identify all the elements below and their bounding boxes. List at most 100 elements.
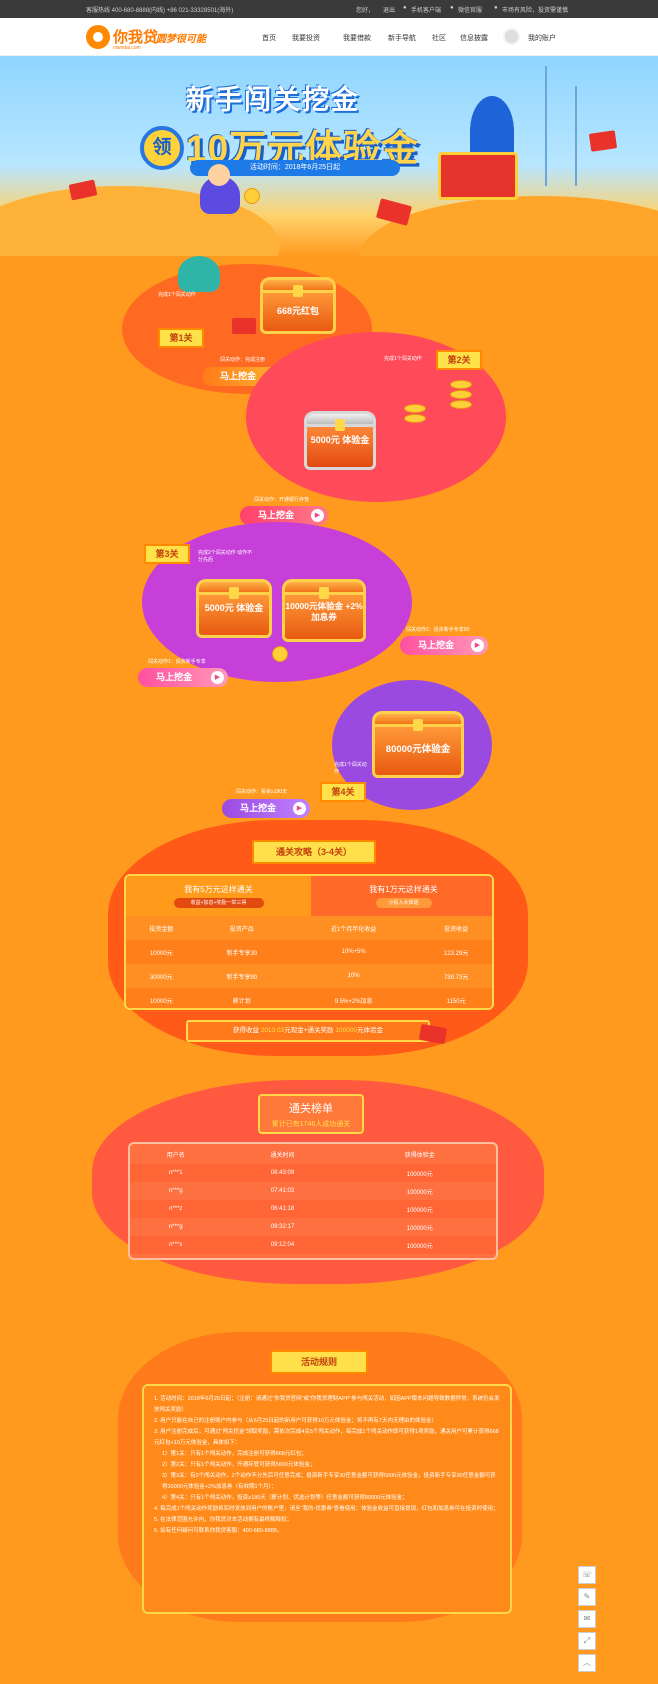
level4-badge: 第4关 xyxy=(320,782,366,802)
strategy-tab-b[interactable]: 我有1万元这样通关 小投入大体验 xyxy=(311,876,492,916)
rule-item: 4. 每完成1个闯关动作奖励将实时发放到用户的账户里，请至“我的-优惠券”查看使… xyxy=(154,1506,499,1512)
message-icon[interactable]: ✉ xyxy=(578,1610,596,1628)
hero-derrick xyxy=(545,66,547,186)
level3-action1-note: 闯关动作1：投资新手专享 xyxy=(148,659,206,665)
hotline-text: 客服热线 400-680-8888(内线) +86 021-33328501(海… xyxy=(86,8,234,14)
rule-item: 2. 用户只能在自己的注册账户内参与（从6月25日起的新用户可获得10万元体验金… xyxy=(154,1418,437,1424)
edit-icon[interactable]: ✎ xyxy=(578,1588,596,1606)
rule-item: 2）第2关：只有1个闯关动作，开通存管可获得5000元体验金； xyxy=(162,1462,316,1468)
table-row: 10000元 薪计划 9.5%+2%加息 1150元 xyxy=(126,988,492,1008)
logo-icon[interactable] xyxy=(86,25,110,49)
red-envelope-icon xyxy=(232,318,256,334)
level3-chest-a: 5000元 体验金 xyxy=(196,579,272,638)
level3-dig-button-a[interactable]: 马上挖金▶ xyxy=(138,668,228,687)
coin-icon xyxy=(450,380,472,389)
strategy-tab-a[interactable]: 我有5万元这样通关 收益+加息+奖励一举三得 xyxy=(126,876,311,916)
wechat-icon: ● xyxy=(450,5,454,11)
miner-head xyxy=(208,164,230,186)
hero-chest xyxy=(438,152,518,200)
nav-item-home[interactable]: 首页 xyxy=(262,35,276,42)
rule-item: 1. 活动时间：2018年6月25日起；（注册：请通过“你我贷官网”或“你我贷理… xyxy=(154,1396,500,1413)
level4-note: 完成1个闯关动作 xyxy=(334,762,367,775)
table-header: 用户名 通关时间 获得体验金 xyxy=(166,1152,435,1159)
level1-badge: 第1关 xyxy=(158,328,204,348)
brand-domain: niwodai.com xyxy=(113,45,141,51)
level1-reward: 668元红包 xyxy=(276,306,320,316)
hero-badge: 领 xyxy=(140,126,184,170)
level4-action-note: 闯关动作：投资≥180天 xyxy=(236,789,288,795)
greeting-text: 您好， xyxy=(356,8,375,14)
hero-banner: 领 新手闯关挖金 10万元体验金 活动时间：2018年6月25日起 xyxy=(0,56,658,256)
wechat-link[interactable]: 微信官服 xyxy=(458,8,483,14)
level3-chest-b: 10000元体验金 +2%加息券 xyxy=(282,579,366,642)
level2-action-note: 闯关动作：开通银行存管 xyxy=(254,497,310,503)
level-map: 668元红包 完成1个闯关动作 第1关 闯关动作：完成注册 马上挖金▶ 5000… xyxy=(0,256,658,818)
strategy-table: 投资金额 投资产品 近1个月年化收益 投资收益 10000元 新手专享30 10… xyxy=(126,916,492,1008)
logout-link[interactable]: 退出 xyxy=(383,8,396,14)
nav-item-invest[interactable]: 我要投资 xyxy=(292,35,320,42)
strategy-section: 通关攻略（3-4关） 我有5万元这样通关 收益+加息+奖励一举三得 我有1万元这… xyxy=(0,820,658,1060)
table-row: 30000元 新手专享90 10% 739.73元 xyxy=(126,964,492,988)
level2-note: 完成1个闯关动作 xyxy=(384,356,422,362)
level4-chest: 80000元体验金 xyxy=(372,711,464,778)
hero-derrick xyxy=(575,86,577,186)
level1-chest: 668元红包 xyxy=(260,277,336,334)
phone-icon[interactable]: ☏ xyxy=(578,1566,596,1584)
arrow-right-icon: ▶ xyxy=(471,639,484,652)
level3-note: 完成2个闯关动作 动作不分先后 xyxy=(198,550,253,563)
rule-item: 6. 如有任何疑问可联系你我贷客服：400-680-8888。 xyxy=(154,1528,283,1534)
main-nav: 你我贷 niwodai.com 圆梦很可能 首页 我要投资 我要借款 新手导航 … xyxy=(0,18,658,56)
rules-section: 活动规则 1. 活动时间：2018年6月25日起；（注册：请通过“你我贷官网”或… xyxy=(0,1326,658,1626)
coin-icon xyxy=(404,414,426,423)
avatar[interactable] xyxy=(503,28,520,45)
table-header: 投资金额 投资产品 近1个月年化收益 投资收益 xyxy=(126,916,492,940)
rule-item: 4）第4关：只有1个闯关动作，投资≥180天（薪计划、优选计划等）任意金额可获得… xyxy=(162,1495,408,1501)
nav-item-account[interactable]: 我的账户 xyxy=(528,35,556,42)
level3-reward-a: 5000元 体验金 xyxy=(204,603,264,613)
coin-icon xyxy=(450,390,472,399)
nav-item-guide[interactable]: 新手导航 xyxy=(388,35,416,42)
nav-item-community[interactable]: 社区 xyxy=(432,35,446,42)
rule-item: 1）第1关：只有1个闯关动作，完成注册可获得668元红包； xyxy=(162,1451,307,1457)
level4-dig-button[interactable]: 马上挖金▶ xyxy=(222,799,310,818)
nav-item-disclosure[interactable]: 信息披露 xyxy=(460,35,488,42)
expand-icon[interactable]: ⤢ xyxy=(578,1632,596,1650)
ranking-title-box: 通关榜单 累计已有1746人成功通关 xyxy=(258,1094,364,1134)
hero-title: 新手闯关挖金 xyxy=(186,85,360,115)
risk-icon: ● xyxy=(494,5,498,11)
rules-title: 活动规则 xyxy=(270,1350,368,1374)
level2-badge: 第2关 xyxy=(436,350,482,370)
rule-item: 3）第3关：有2个闯关动作，2个动作不分先后可任意完成；投资新手专享30任意金额… xyxy=(162,1473,496,1490)
coin-icon xyxy=(244,188,260,204)
red-envelope-icon xyxy=(588,130,618,152)
level3-badge: 第3关 xyxy=(144,544,190,564)
nav-item-borrow[interactable]: 我要借款 xyxy=(343,35,371,42)
ranking-subtitle: 累计已有1746人成功通关 xyxy=(271,1121,351,1128)
brand-name[interactable]: 你我贷 xyxy=(113,29,159,46)
arrow-right-icon: ▶ xyxy=(311,509,324,522)
risk-text: 市场有风险，投资需谨慎 xyxy=(502,8,569,14)
arrow-right-icon: ▶ xyxy=(293,802,306,815)
ranking-title: 通关榜单 xyxy=(289,1103,333,1115)
phone-icon: ● xyxy=(403,5,407,11)
rule-item: 3. 用户注册完成后，可通过“闯关挖金”领取奖励，需依次完成4关5个闯关动作，每… xyxy=(154,1429,499,1446)
level4-reward: 80000元体验金 xyxy=(385,744,451,755)
rules-panel: 1. 活动时间：2018年6月25日起；（注册：请通过“你我贷官网”或“你我贷理… xyxy=(142,1384,512,1614)
back-to-top-icon[interactable]: ︿ xyxy=(578,1654,596,1672)
red-envelope-icon xyxy=(375,198,413,226)
rule-item: 5. 在法律范围允许内，你我贷对本活动拥有最终解释权； xyxy=(154,1517,293,1523)
diver-figure xyxy=(178,256,220,292)
level2-dig-button[interactable]: 马上挖金▶ xyxy=(240,506,328,525)
brand-slogan: 圆梦很可能 xyxy=(156,34,206,45)
level3-reward-b: 10000元体验金 +2%加息券 xyxy=(285,601,363,622)
level3-dig-button-b[interactable]: 马上挖金▶ xyxy=(400,636,488,655)
mobile-client-link[interactable]: 手机客户端 xyxy=(411,8,442,14)
strategy-total: 获得收益 2013.02元现金+通关奖励 100000元体验金 xyxy=(186,1020,430,1042)
strategy-title: 通关攻略（3-4关） xyxy=(252,840,376,864)
coin-icon xyxy=(450,400,472,409)
level1-note: 完成1个闯关动作 xyxy=(158,292,196,298)
level1-action-note: 闯关动作：完成注册 xyxy=(220,357,266,363)
